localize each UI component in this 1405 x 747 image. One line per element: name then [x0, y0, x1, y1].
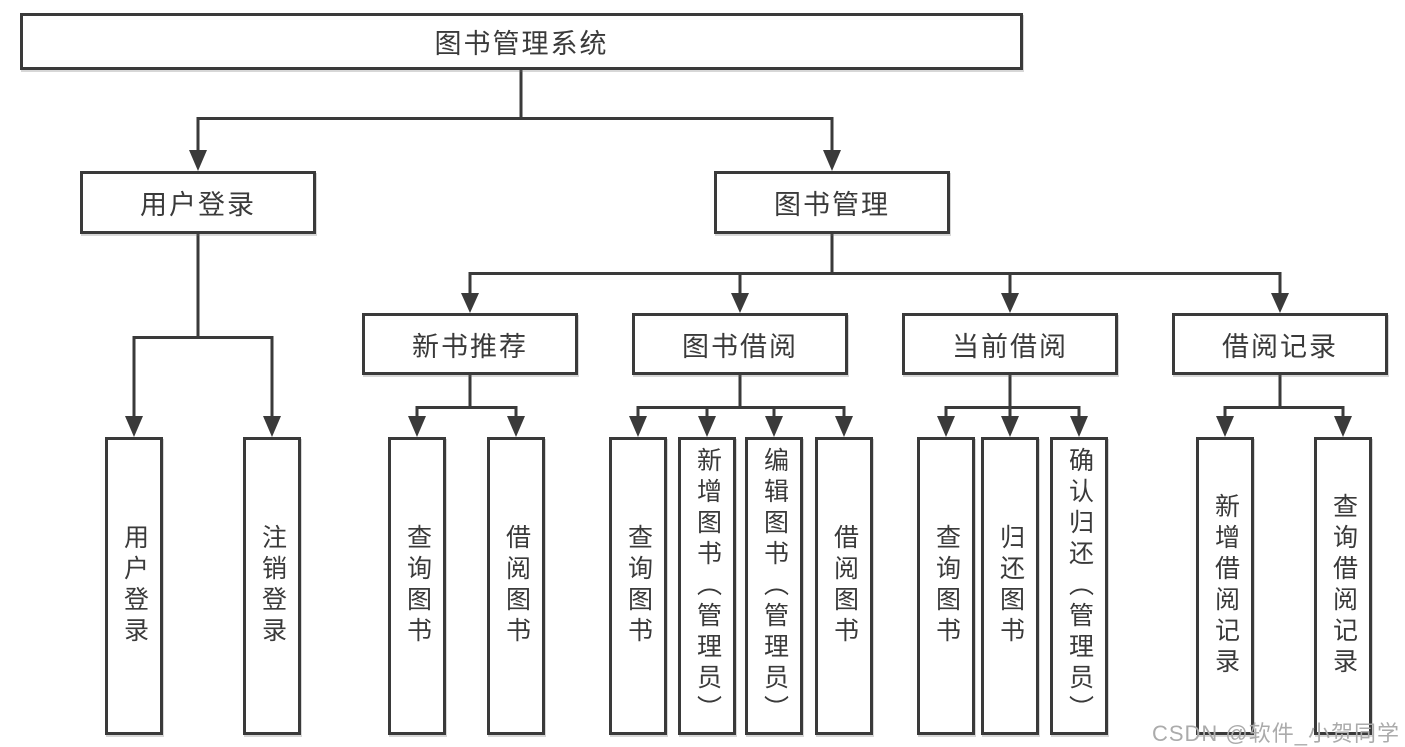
leaf-query-books-borrowing-label: 查询图书 [624, 524, 653, 648]
leaf-add-borrow-record-label: 新增借阅记录 [1211, 493, 1240, 679]
connectors-new-book-recommend [408, 375, 525, 437]
node-borrowing-records: 借阅记录 [1172, 313, 1388, 375]
leaf-user-login-label: 用户登录 [120, 524, 149, 648]
leaf-query-books-recommend-label: 查询图书 [403, 524, 432, 648]
leaf-return-books: 归还图书 [981, 437, 1039, 735]
leaf-add-books-admin: 新增图书（管理员） [678, 437, 736, 735]
connectors-root [189, 70, 841, 171]
leaf-edit-books-admin-label: 编辑图书（管理员） [760, 446, 789, 726]
leaf-borrow-books-recommend: 借阅图书 [487, 437, 545, 735]
leaf-query-books-current: 查询图书 [917, 437, 975, 735]
node-root-label: 图书管理系统 [434, 29, 609, 59]
leaf-query-books-current-label: 查询图书 [932, 524, 961, 648]
node-user-login-label: 用户登录 [140, 190, 256, 220]
connectors-current-borrowing [937, 375, 1088, 437]
node-book-borrowing: 图书借阅 [632, 313, 848, 375]
leaf-borrow-books-recommend-label: 借阅图书 [502, 524, 531, 648]
leaf-confirm-return-admin-label: 确认归还（管理员） [1065, 446, 1094, 726]
leaf-add-books-admin-label: 新增图书（管理员） [693, 446, 722, 726]
csdn-watermark: CSDN @软件_小贺同学 [1151, 721, 1400, 746]
connectors-book-management [461, 234, 1289, 313]
node-book-management-label: 图书管理 [774, 190, 890, 220]
leaf-logout-login: 注销登录 [243, 437, 301, 735]
leaf-add-borrow-record: 新增借阅记录 [1196, 437, 1254, 735]
leaf-query-books-recommend: 查询图书 [388, 437, 446, 735]
leaf-logout-login-label: 注销登录 [258, 524, 287, 648]
leaf-query-books-borrowing: 查询图书 [609, 437, 667, 735]
node-new-book-recommend-label: 新书推荐 [412, 331, 528, 362]
node-root: 图书管理系统 [20, 13, 1023, 70]
node-book-management: 图书管理 [714, 171, 950, 234]
leaf-borrow-books-borrowing: 借阅图书 [815, 437, 873, 735]
leaf-query-borrow-record-label: 查询借阅记录 [1329, 493, 1358, 679]
node-current-borrowing-label: 当前借阅 [952, 331, 1068, 362]
leaf-return-books-label: 归还图书 [996, 524, 1025, 648]
leaf-query-borrow-record: 查询借阅记录 [1314, 437, 1372, 735]
leaf-borrow-books-borrowing-label: 借阅图书 [830, 524, 859, 648]
leaf-edit-books-admin: 编辑图书（管理员） [745, 437, 803, 735]
leaf-user-login: 用户登录 [105, 437, 163, 735]
node-current-borrowing: 当前借阅 [902, 313, 1118, 375]
connectors-borrowing-records [1216, 375, 1352, 437]
connectors-book-borrowing [629, 375, 853, 437]
node-borrowing-records-label: 借阅记录 [1222, 331, 1338, 362]
connectors-user-login [125, 234, 281, 437]
node-book-borrowing-label: 图书借阅 [682, 331, 798, 362]
leaf-confirm-return-admin: 确认归还（管理员） [1050, 437, 1108, 735]
node-user-login: 用户登录 [80, 171, 316, 234]
node-new-book-recommend: 新书推荐 [362, 313, 578, 375]
